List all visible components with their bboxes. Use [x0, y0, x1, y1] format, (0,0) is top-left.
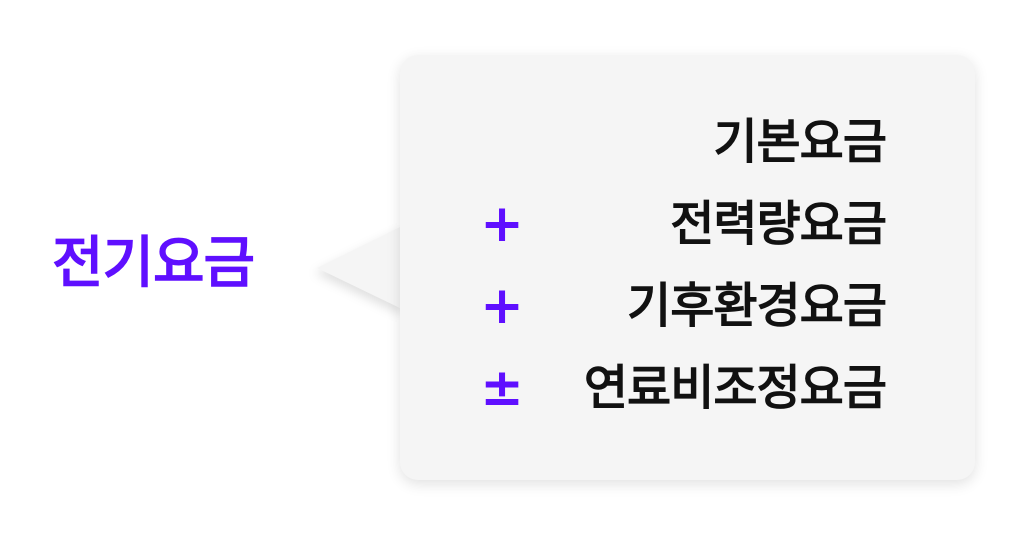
bill-component-label: 기본요금: [713, 114, 887, 170]
bill-component-row: + 전력량요금: [460, 184, 887, 264]
bill-component-row: + 기후환경요금: [460, 266, 887, 346]
bill-component-label: 전력량요금: [670, 196, 887, 252]
bill-component-label: 기후환경요금: [627, 278, 887, 334]
plus-operator: +: [480, 276, 524, 336]
bill-component-row: 기본요금: [460, 102, 887, 182]
plus-minus-operator: ±: [480, 358, 524, 418]
bill-component-label: 연료비조정요금: [583, 360, 887, 416]
operator: [480, 102, 524, 182]
speech-bubble: [400, 55, 975, 480]
bill-component-row: ± 연료비조정요금: [460, 348, 887, 428]
electricity-bill-title: 전기요금: [52, 231, 255, 296]
plus-operator: +: [480, 194, 524, 254]
speech-bubble-pointer: [317, 225, 404, 310]
